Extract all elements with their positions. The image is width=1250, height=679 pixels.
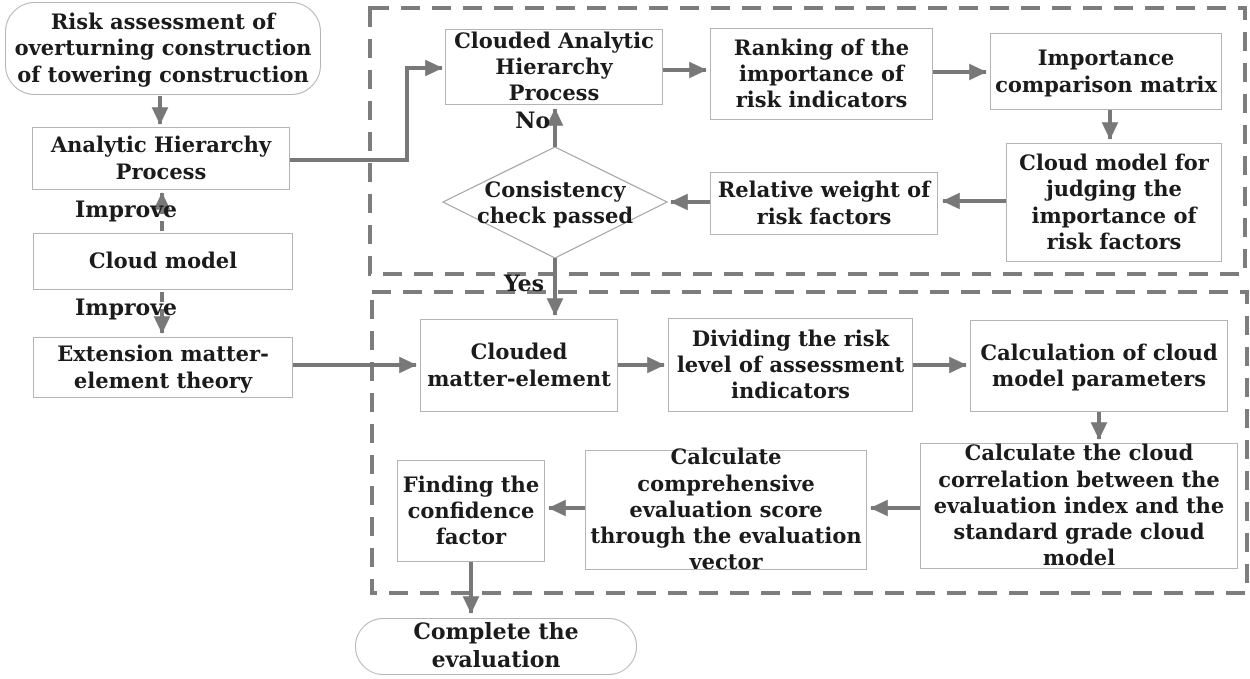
- node-finding-confidence-factor: Finding the confidence factor: [397, 460, 545, 562]
- node-relative-weight: Relative weight of risk factors: [710, 172, 938, 235]
- node-calculation-cloud-parameters: Calculation of cloud model parameters: [970, 320, 1228, 412]
- yes-label: Yes: [503, 271, 544, 297]
- node-comprehensive-evaluation-score: Calculate comprehensive evaluation score…: [585, 444, 867, 574]
- node-analytic-hierarchy-process: Analytic Hierarchy Process: [32, 127, 290, 190]
- node-ranking-importance: Ranking of the importance of risk indica…: [710, 28, 933, 120]
- node-importance-comparison-matrix: Importance comparison matrix: [990, 33, 1222, 110]
- node-complete-evaluation: Complete the evaluation: [355, 618, 637, 675]
- improve-label-top: Improve: [75, 197, 177, 223]
- node-cloud-model-judging: Cloud model for judging the importance o…: [1006, 143, 1222, 262]
- node-cloud-model: Cloud model: [33, 233, 293, 290]
- node-clouded-ahp: Clouded Analytic Hierarchy Process: [445, 28, 663, 105]
- arrow-ahp-to-clouded-ahp: [289, 59, 443, 162]
- consistency-diamond-shape: [441, 146, 669, 259]
- node-extension-matter-element: Extension matter-element theory: [33, 337, 293, 398]
- node-cloud-correlation: Calculate the cloud correlation between …: [920, 440, 1238, 570]
- node-clouded-matter-element: Clouded matter-element: [420, 319, 618, 412]
- improve-label-bottom: Improve: [75, 295, 177, 321]
- no-label: No: [515, 108, 550, 134]
- node-consistency-check: Consistency check passed: [476, 176, 634, 228]
- phase-1-boundary: [368, 6, 1247, 276]
- phase-2-boundary: [370, 290, 1249, 595]
- node-dividing-risk-level: Dividing the risk level of assessment in…: [668, 318, 913, 412]
- node-risk-assessment: Risk assessment of overturning construct…: [5, 2, 321, 95]
